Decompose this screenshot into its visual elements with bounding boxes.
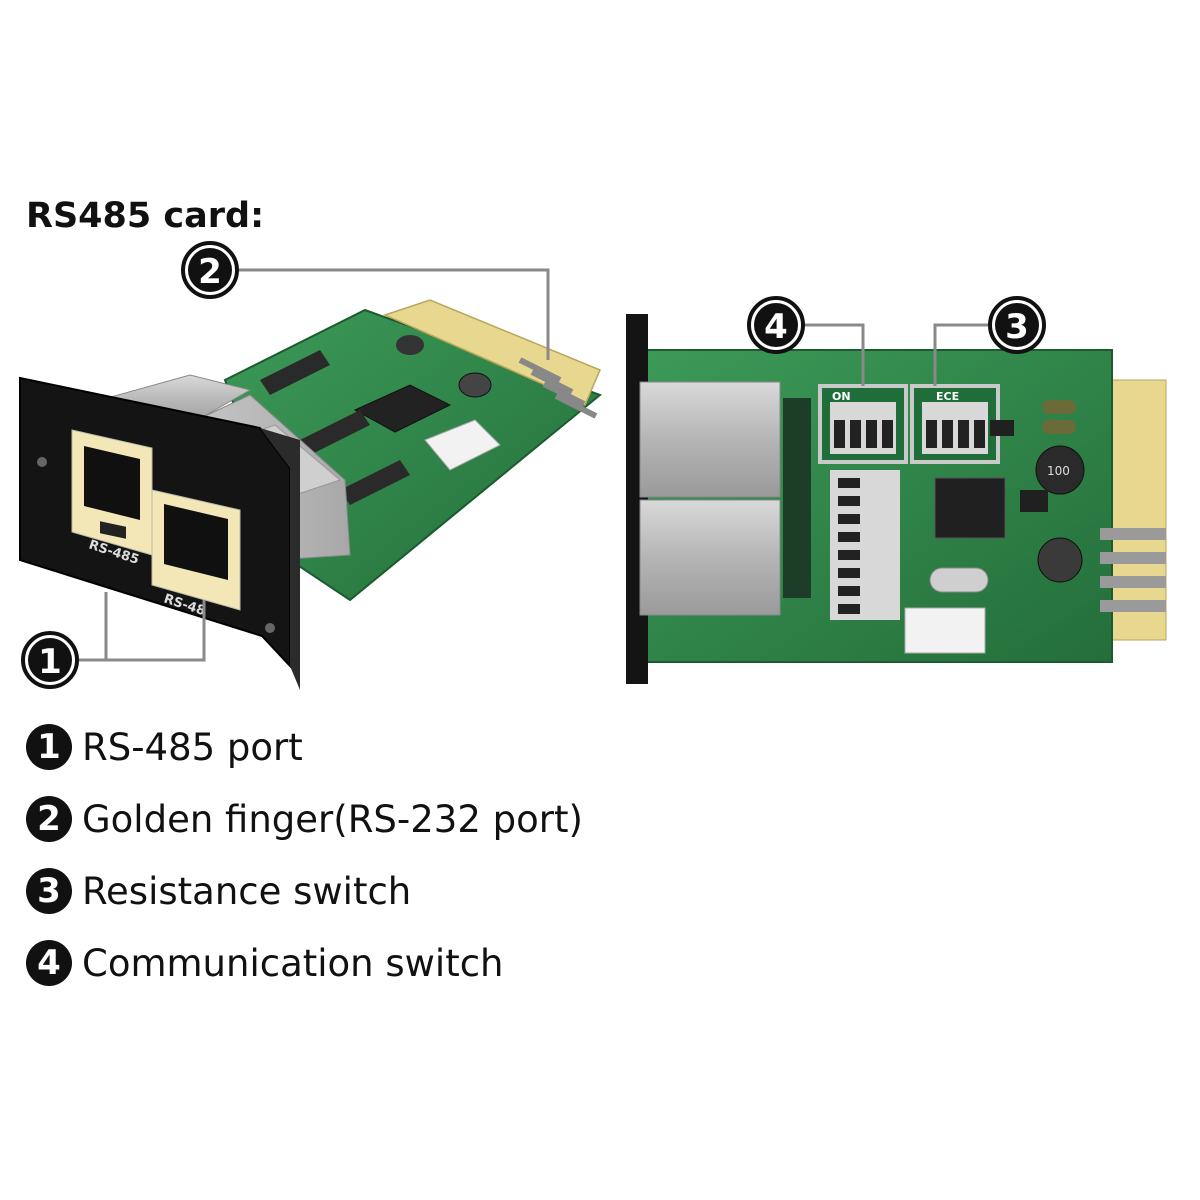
legend-item-3-number: 3	[26, 868, 72, 914]
right-capacitor-label: 100	[1047, 464, 1070, 478]
right-main-chip	[934, 477, 1006, 539]
leader-1b	[106, 600, 206, 662]
left-port-1-latch	[100, 521, 126, 539]
legend-item-1-text: RS-485 port	[82, 725, 303, 769]
left-faceplate-edge	[260, 428, 300, 690]
legend-item-3-text: Resistance switch	[82, 869, 412, 913]
right-jack-bottom	[639, 499, 781, 616]
left-chip	[353, 384, 452, 433]
diagram-title: RS485 card:	[26, 196, 265, 236]
legend-item-4: 4 Communication switch	[26, 940, 504, 986]
right-white-connector	[904, 607, 986, 654]
left-dip-switch-c	[340, 460, 410, 505]
left-port-1-opening	[84, 446, 140, 520]
left-screw-bottom	[265, 623, 275, 633]
right-capacitor-bottom	[1037, 537, 1083, 583]
callout-2: 2	[181, 241, 239, 299]
leader-1a	[78, 592, 108, 662]
leader-3	[933, 323, 990, 386]
leader-4	[803, 323, 865, 386]
callout-1-label: 1	[38, 642, 62, 682]
left-gold-pins	[518, 357, 598, 419]
left-white-connector	[424, 419, 501, 471]
callout-2-label: 2	[198, 252, 222, 292]
legend-item-4-text: Communication switch	[82, 941, 504, 985]
leader-lines	[78, 268, 990, 662]
right-small-chip	[1020, 490, 1048, 512]
callout-4: 4	[747, 296, 805, 354]
right-card: ON ECE	[626, 314, 1167, 684]
right-small-chip-b	[990, 420, 1014, 436]
left-dip-switch-a	[260, 350, 330, 395]
callout-4-label: 4	[764, 307, 788, 347]
leader-2	[238, 268, 550, 360]
legend-item-2: 2 Golden finger(RS-232 port)	[26, 796, 583, 842]
communication-switch-label: ON	[832, 390, 851, 403]
callout-1: 1	[21, 631, 79, 689]
legend-item-1: 1 RS-485 port	[26, 724, 303, 770]
right-jack-shadow	[783, 398, 811, 598]
right-resistor-a	[1042, 400, 1076, 414]
lower-dip-switch	[830, 470, 900, 620]
callout-3-label: 3	[1005, 307, 1029, 347]
right-crystal	[929, 567, 989, 593]
resistance-switch-label: ECE	[936, 390, 959, 403]
left-capacitor	[458, 372, 492, 398]
left-card: RS-485 RS-48	[19, 299, 602, 690]
right-jack-top	[639, 381, 781, 498]
right-resistor-b	[1042, 420, 1076, 434]
left-screw-top	[37, 457, 47, 467]
left-dip-switch-b	[300, 410, 370, 455]
right-faceplate	[626, 314, 648, 684]
resistance-switch	[922, 402, 988, 454]
callout-3: 3	[988, 296, 1046, 354]
right-capacitor-top	[1035, 445, 1085, 495]
right-gold-pins	[1100, 528, 1166, 612]
legend-item-2-number: 2	[26, 796, 72, 842]
legend-item-4-number: 4	[26, 940, 72, 986]
legend-item-3: 3 Resistance switch	[26, 868, 411, 914]
legend-item-2-text: Golden finger(RS-232 port)	[82, 797, 583, 841]
left-inductor	[396, 335, 424, 355]
legend-item-1-number: 1	[26, 724, 72, 770]
left-port-2-opening	[164, 504, 228, 580]
communication-switch	[830, 402, 896, 454]
